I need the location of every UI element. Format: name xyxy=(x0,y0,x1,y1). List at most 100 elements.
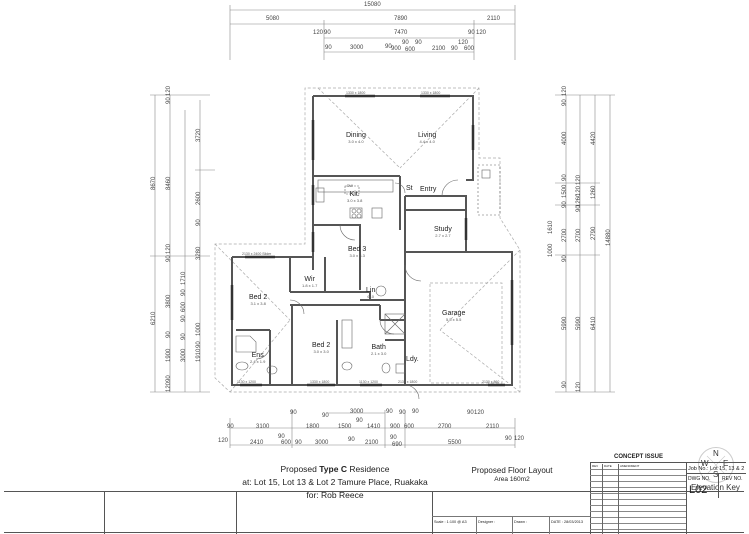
dim: 90 xyxy=(562,381,568,388)
dim: 90 xyxy=(468,30,475,36)
scale-label: Scale : 1:100 @ A3 xyxy=(434,520,467,524)
dim: 90 xyxy=(562,99,568,106)
divider xyxy=(236,491,237,534)
divider xyxy=(104,491,105,534)
dim: 600 xyxy=(405,47,416,53)
dim: 1900 xyxy=(166,348,172,362)
divider xyxy=(718,473,719,498)
rev-header: REV xyxy=(592,464,599,468)
dim: 120 xyxy=(476,30,487,36)
dim: 90 xyxy=(166,255,172,262)
dim: 90 xyxy=(562,201,568,208)
dim: 7470 xyxy=(394,30,408,36)
dim: 3100 xyxy=(256,424,270,430)
dim: 120 xyxy=(576,174,582,185)
window-label: 1130 x 1200 xyxy=(359,380,379,384)
dim: 5990 xyxy=(562,316,568,330)
project-client: for: Rob Reece xyxy=(306,490,364,500)
window-label: 1330 x 1800 xyxy=(421,91,441,95)
dim: 90 xyxy=(322,413,329,419)
dim: 3000 xyxy=(181,348,187,362)
dwg-no-label: DWG NO. xyxy=(688,476,711,482)
dim: 120 xyxy=(166,381,172,392)
title-block xyxy=(4,491,744,533)
divider xyxy=(476,516,477,534)
dim: 90 xyxy=(295,440,302,446)
window-label: 1330 x 1800 xyxy=(346,91,366,95)
dim: 90 xyxy=(505,436,512,442)
room-store: St xyxy=(406,185,413,192)
dim: 90 xyxy=(181,333,187,340)
divider xyxy=(686,473,746,474)
dim: 1500 xyxy=(338,424,352,430)
dim: 1000 xyxy=(548,243,554,257)
dim: 120 xyxy=(218,438,229,444)
dim: 1910 xyxy=(196,348,202,362)
dim: 90 xyxy=(278,434,285,440)
dwg-number: L02 xyxy=(689,484,708,496)
project-address: at: Lot 15, Lot 13 & Lot 2 Tamure Place,… xyxy=(242,477,428,487)
dim: 90 xyxy=(576,205,582,212)
dim: 90 xyxy=(467,410,474,416)
date-header: DATE xyxy=(604,464,612,468)
revision-table xyxy=(590,464,686,534)
dim: 90 xyxy=(166,97,172,104)
dim: 3000 xyxy=(350,45,364,51)
dim: 1260 xyxy=(591,185,597,199)
dim: 90 xyxy=(325,45,332,51)
divider xyxy=(590,462,746,463)
sheet-title: Proposed Floor Layout xyxy=(471,466,553,475)
dim: 90 xyxy=(402,40,409,46)
dim: 3280 xyxy=(196,246,202,260)
dim: 90 xyxy=(166,375,172,382)
date-label: DATE : 28/03/2013 xyxy=(551,520,584,524)
dim: 3720 xyxy=(196,128,202,142)
dim: 5500 xyxy=(448,440,462,446)
dim: 90 xyxy=(562,255,568,262)
job-number: Job No.: Lot 15, 13 & 2 xyxy=(688,466,745,472)
dim: 2110 xyxy=(487,16,500,22)
dim: 1800 xyxy=(306,424,320,430)
dim: 120 xyxy=(576,381,582,392)
compass-north: N xyxy=(713,449,719,458)
dim: 3000 xyxy=(315,440,329,446)
compass-south: S xyxy=(713,470,719,479)
divider xyxy=(512,516,513,534)
dim: 2410 xyxy=(250,440,264,446)
compass-east: E xyxy=(723,459,729,468)
dim: 90 xyxy=(412,409,419,415)
drawn-label: Drawn : xyxy=(514,520,528,524)
dim: 90 xyxy=(451,46,458,52)
designer-label: Designer : xyxy=(478,520,496,524)
dim: 90 xyxy=(348,437,355,443)
elevation-key-label: Elevation Key xyxy=(691,483,740,492)
room-laundry: Ldy. xyxy=(406,356,419,363)
dim: 120 xyxy=(458,40,469,46)
sheet-area: Area 160m2 xyxy=(494,476,530,483)
dim: 90 xyxy=(166,331,172,338)
divider xyxy=(686,462,687,534)
dim: 600 xyxy=(464,46,475,52)
dim: 3800 xyxy=(166,294,172,308)
window-label: 2130 x 2400 Slider xyxy=(242,252,272,256)
dim: 600 xyxy=(181,301,187,312)
compass-cross-icon xyxy=(706,455,726,475)
dim: 14880 xyxy=(606,229,612,246)
dim: 120 xyxy=(514,436,525,442)
window-label: 2130 x 860 xyxy=(482,380,500,384)
rev-no-label: REV NO. xyxy=(722,476,743,482)
dim: 120 xyxy=(313,30,324,36)
dim: 90 xyxy=(385,44,392,50)
dim-overall: 15080 xyxy=(364,2,381,8)
dim: 90 xyxy=(227,424,234,430)
